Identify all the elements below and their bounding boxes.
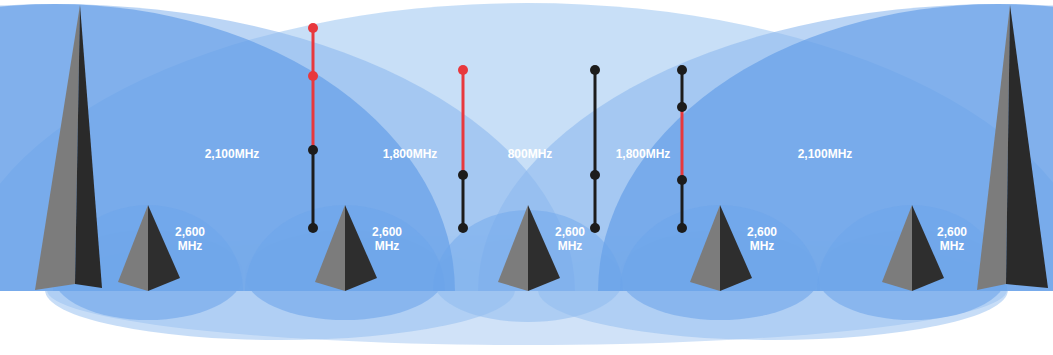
frequency-label: 1,800MHz [383,148,438,162]
coverage-1800-right [478,4,1053,291]
band-label: 2,600 MHz [175,226,205,254]
small-cells [118,205,944,291]
frequency-label: 2,100MHz [798,148,853,162]
frequency-label: 2,100MHz [205,148,260,162]
band-label: 2,600 MHz [555,226,585,254]
frequency-label: 800MHz [508,148,553,162]
macro-tower-left [35,5,102,290]
macro-tower-right [977,5,1048,290]
band-label: 2,600 MHz [937,226,967,254]
signal-bars [308,23,687,233]
frequency-label: 1,800MHz [616,148,671,162]
coverage-domes [0,3,1053,291]
coverage-2100-right [598,4,1053,291]
band-label: 2,600 MHz [372,226,402,254]
coverage-2100-left [0,4,455,291]
band-label: 2,600 MHz [747,226,777,254]
